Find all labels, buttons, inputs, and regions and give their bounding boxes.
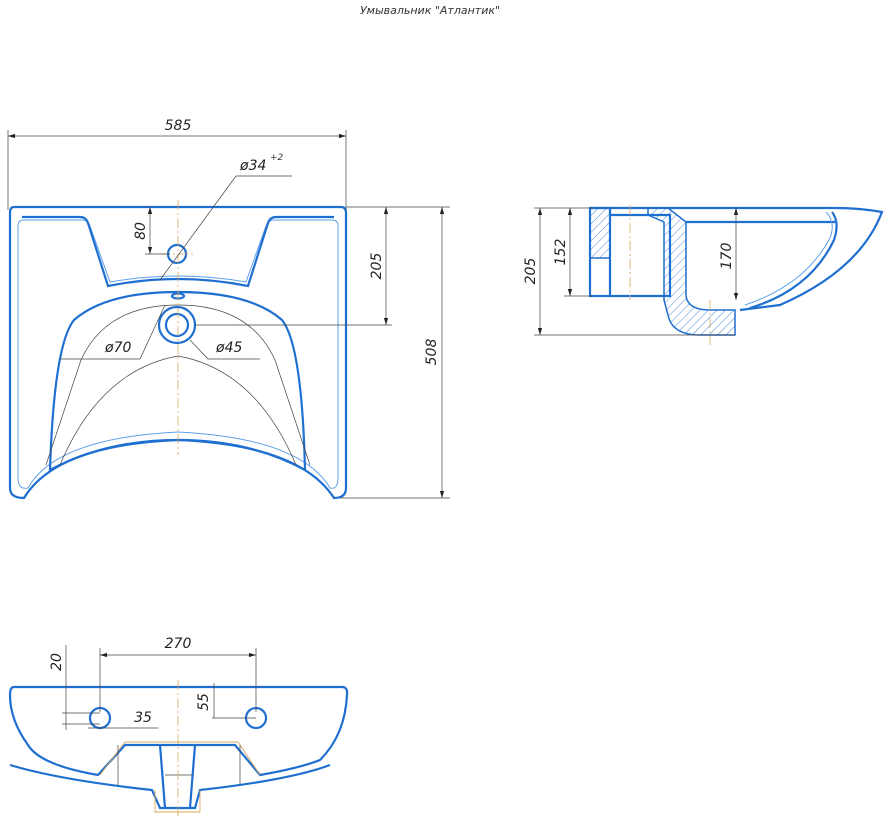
mount-height-dim: 152 bbox=[553, 239, 569, 266]
mount-spacing-dim: 270 bbox=[165, 636, 192, 652]
hole-width-dim: 35 bbox=[134, 710, 152, 726]
drain-inner-dia: ø45 bbox=[215, 340, 242, 356]
drain-offset-dim: 205 bbox=[369, 253, 385, 280]
front-outline bbox=[8, 685, 349, 777]
drain-outer-dia: ø70 bbox=[104, 340, 131, 356]
depth-dim: 508 bbox=[424, 339, 440, 366]
top-view: 585 ø34 +2 80 205 508 ø70 ø45 bbox=[7, 118, 450, 500]
tap-hole-tol: +2 bbox=[270, 153, 284, 163]
drain-inner bbox=[164, 312, 190, 338]
hole-offset-dim: 55 bbox=[196, 693, 212, 711]
front-view: 270 20 35 55 bbox=[8, 636, 349, 818]
drain-outer bbox=[157, 305, 197, 345]
width-dim: 585 bbox=[165, 118, 192, 134]
side-view: 205 152 170 bbox=[523, 205, 884, 345]
hole-height-dim: 20 bbox=[49, 653, 65, 671]
drawing-title: Умывальник "Атлантик" bbox=[360, 4, 500, 17]
side-height-dim: 205 bbox=[523, 258, 539, 285]
tap-hole-dia: ø34 bbox=[239, 158, 266, 174]
tap-offset-dim: 80 bbox=[133, 222, 149, 240]
bowl-outline bbox=[48, 290, 307, 472]
bowl-depth-dim: 170 bbox=[719, 243, 735, 270]
